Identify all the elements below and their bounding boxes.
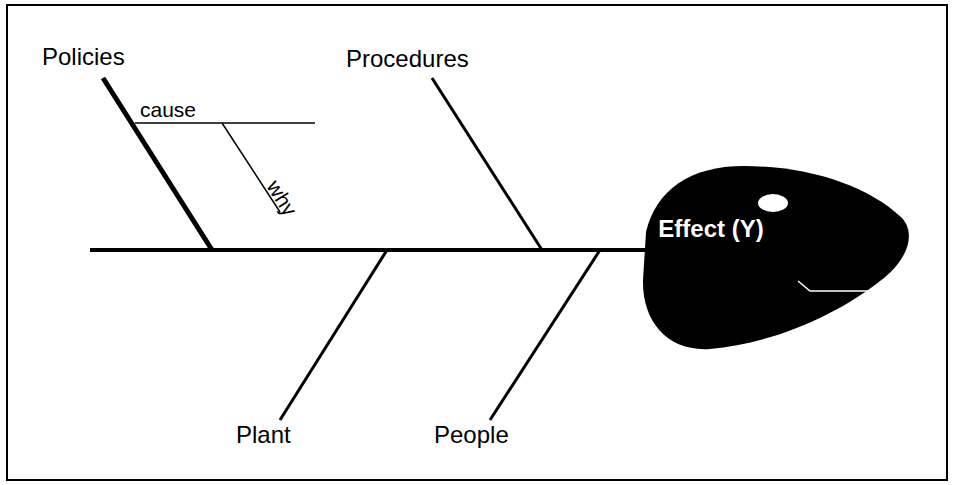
category-label: why [262,176,301,220]
bone [490,250,600,420]
category-label: cause [140,98,196,121]
bone [103,78,212,250]
fish-head-shape [640,162,912,354]
bone [280,250,387,420]
category-label: Policies [42,44,125,70]
effect-text: Effect (Y) [658,208,764,250]
category-label: Plant [236,422,291,448]
frame [7,5,947,480]
fish-eye [758,194,788,212]
cause-line [135,122,315,124]
fish-head: Effect (Y) [640,162,912,354]
spine [90,248,650,252]
bone [432,78,542,250]
category-label: Procedures [346,46,469,72]
fish-mouth [798,281,876,291]
head-outline [643,166,909,349]
category-label: People [434,422,509,448]
